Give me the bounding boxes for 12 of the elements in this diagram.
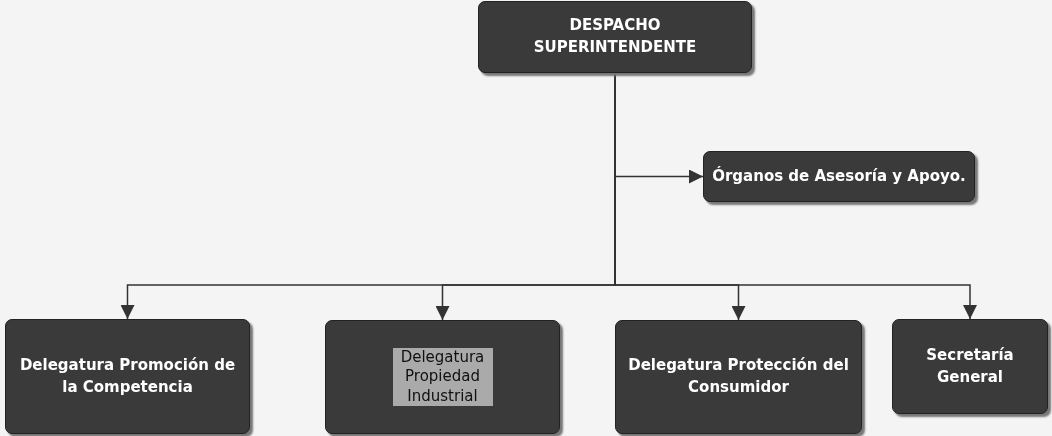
unit-name: Órganos de Asesoría y Apoyo.: [711, 165, 967, 187]
unit-name: Delegatura Promoción de la Competencia: [18, 354, 237, 398]
unit-name: DESPACHO SUPERINTENDENTE: [532, 15, 698, 58]
unit-name: Delegatura Protección del Consumidor: [627, 355, 850, 398]
unit-name: Secretaría General: [925, 344, 1015, 388]
org-unit-box: [615, 320, 862, 434]
org-unit-box: [325, 320, 560, 434]
org-unit-box: [5, 319, 250, 434]
org-unit-box: [892, 319, 1048, 414]
unit-name: Delegatura Propiedad Industrial: [392, 347, 493, 407]
org-unit-box: [478, 1, 752, 73]
org-unit-box: [703, 151, 975, 202]
